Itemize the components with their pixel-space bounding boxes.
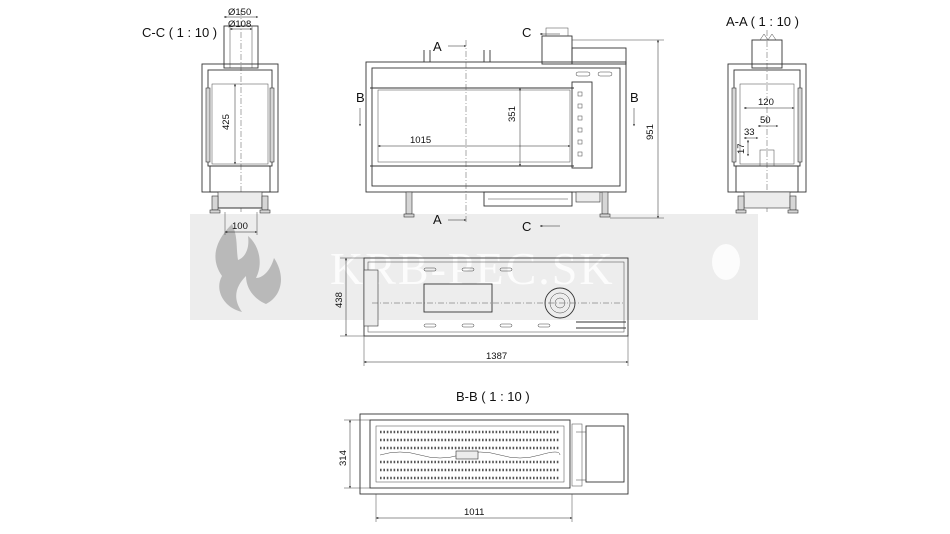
cc-dim-425: 425 — [221, 114, 232, 130]
aa-dim-50: 50 — [760, 115, 771, 126]
section-cc: C-C ( 1 : 10 ) Ø150 Ø108 425 100 — [142, 7, 279, 235]
top-view: 438 1387 — [334, 257, 629, 366]
front-cut-a-bottom: A — [433, 212, 442, 227]
front-cut-b-left: B — [356, 90, 365, 105]
front-dim-351: 351 — [507, 106, 518, 122]
front-cut-c-bottom: C — [522, 219, 531, 234]
aa-dim-33: 33 — [744, 127, 755, 138]
aa-title: A-A ( 1 : 10 ) — [726, 14, 799, 29]
front-cut-c-top: C — [522, 25, 531, 40]
front-cut-a-top: A — [433, 39, 442, 54]
cc-dim-d108: Ø108 — [228, 19, 251, 30]
bb-dim-314: 314 — [338, 450, 349, 466]
front-dim-951: 951 — [645, 124, 656, 140]
front-view: A A C C B B 351 1015 951 — [356, 25, 664, 234]
top-dim-438: 438 — [334, 292, 345, 308]
aa-dim-17: 17 — [736, 143, 747, 154]
top-dim-1387: 1387 — [486, 351, 507, 362]
front-cut-b-right: B — [630, 90, 639, 105]
cc-dim-100: 100 — [232, 221, 248, 232]
top-slots — [423, 267, 551, 328]
section-bb: B-B ( 1 : 10 ) 314 1011 — [338, 389, 629, 522]
aa-dim-120: 120 — [758, 97, 774, 108]
front-dim-1015: 1015 — [410, 135, 431, 146]
bb-title: B-B ( 1 : 10 ) — [456, 389, 530, 404]
watermark: KRB-PEC.SK — [190, 214, 758, 320]
cc-title: C-C ( 1 : 10 ) — [142, 25, 217, 40]
section-aa: A-A ( 1 : 10 ) 120 50 33 17 — [726, 14, 807, 214]
bb-perforation — [379, 430, 561, 480]
cc-dim-d150: Ø150 — [228, 7, 251, 18]
flame-logo-icon — [215, 224, 281, 312]
bb-dim-1011: 1011 — [464, 507, 484, 518]
front-side-holes — [577, 91, 583, 157]
